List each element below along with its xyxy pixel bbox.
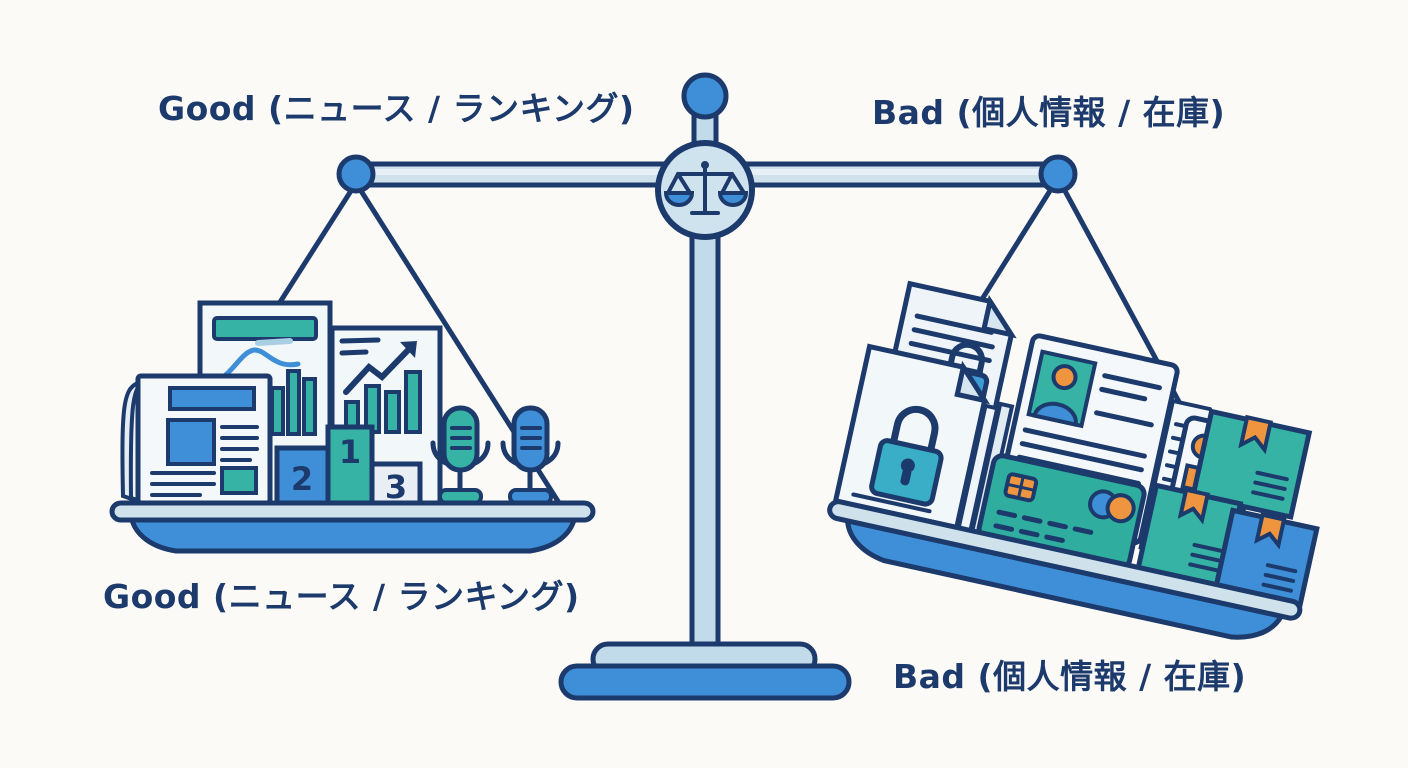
- blue-microphone-icon: [500, 405, 561, 505]
- newspaper-photo: [166, 418, 216, 466]
- scale-top-knob: [681, 72, 729, 120]
- label-bad-bottom: Bad (個人情報 / 在庫): [893, 657, 1247, 696]
- scale-stand: [558, 72, 852, 701]
- id-photo: [1026, 349, 1098, 429]
- left-pan-good: 2 1 3: [109, 300, 596, 554]
- newspaper-headline-bar: [168, 386, 256, 411]
- label-good-top: Good (ニュース / ランキング): [158, 89, 635, 128]
- teal-package-box-bottom: [1134, 482, 1244, 591]
- podium-rank-3: 3: [385, 468, 407, 506]
- growth-arrow: [343, 343, 415, 395]
- right-pivot-knob: [1038, 154, 1078, 194]
- scale-base-lower: [558, 663, 852, 701]
- right-pan-dish: [827, 499, 1303, 640]
- newspaper-photo-small: [220, 466, 258, 495]
- podium-block-3: [369, 461, 423, 507]
- podium-rank-2: 2: [291, 460, 313, 498]
- scale-icon: [663, 161, 749, 215]
- left-pivot-knob: [336, 154, 376, 194]
- label-good-bottom: Good (ニュース / ランキング): [103, 577, 580, 616]
- right-pan-bad: [827, 280, 1320, 640]
- newspaper-text-lines: [150, 425, 259, 497]
- label-bad-top: Bad (個人情報 / 在庫): [872, 93, 1226, 132]
- card-logo-circles: [1088, 489, 1136, 524]
- card-chip: [1003, 472, 1039, 503]
- arrowhead: [400, 341, 417, 358]
- left-pan-dish: [109, 500, 596, 554]
- bar-chart: [270, 369, 317, 436]
- scale-pillar: [689, 233, 721, 659]
- newspaper: [120, 373, 273, 506]
- podium-rank-1: 1: [339, 433, 361, 471]
- line-chart: [213, 347, 301, 384]
- scale-center-medallion: [655, 140, 755, 240]
- big-padlock-icon: [869, 405, 944, 507]
- ranking-podium: 2 1 3: [274, 424, 423, 507]
- teal-microphone-icon: [430, 405, 491, 505]
- card-number-dashes: [993, 509, 1102, 544]
